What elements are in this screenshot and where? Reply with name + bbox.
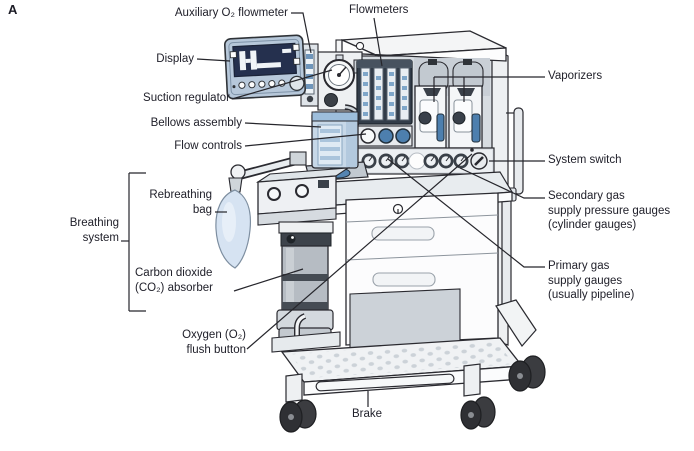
breathing-system-bracket (121, 172, 146, 312)
flowmeter-bank (356, 59, 413, 125)
rebreathing-bag-shape (215, 189, 252, 269)
label-breathing-system: Breathing system (69, 217, 119, 244)
label-brake: Brake (352, 408, 383, 420)
label-suction-regulator: Suction regulator (143, 92, 230, 104)
label-primary-gas: Primary gas supply gauges (usually pipel… (548, 260, 635, 301)
breathing-system-block (215, 151, 351, 269)
label-display: Display (156, 53, 194, 65)
label-secondary-gas: Secondary gas supply pressure gauges (cy… (548, 190, 671, 231)
pointer-bellows (244, 122, 322, 128)
pointer-o2-flush (246, 153, 473, 350)
pointer-flowmeters (373, 17, 383, 67)
pointer-suction-regulator (231, 69, 333, 100)
pointer-secondary-gas (459, 167, 545, 199)
casters (279, 299, 546, 433)
system-switch-knob (470, 148, 488, 170)
pointer-vaporizers (433, 76, 545, 102)
label-vaporizers: Vaporizers (548, 70, 603, 82)
co2-absorber (271, 221, 341, 353)
gas-gauge-row (353, 147, 495, 175)
pointer-primary-gas (387, 158, 545, 268)
label-aux-o2-flowmeter: Auxiliary O₂ flowmeter (174, 7, 288, 19)
flow-control-knobs (355, 125, 413, 147)
panel-letter: A (8, 2, 18, 17)
pointer-co2-absorber (233, 268, 304, 292)
label-bellows-assembly: Bellows assembly (150, 117, 242, 129)
label-system-switch: System switch (548, 154, 622, 166)
pointer-lines (121, 12, 545, 407)
brake-bar (315, 373, 455, 392)
pointer-flow-controls (244, 133, 367, 147)
display-unit (223, 34, 307, 100)
label-flowmeters: Flowmeters (349, 4, 409, 16)
label-co2-absorber: Carbon dioxide (CO₂) absorber (135, 267, 213, 294)
label-flow-controls: Flow controls (174, 140, 242, 152)
label-o2-flush-button: Oxygen (O₂) flush button (182, 329, 246, 356)
label-rebreathing-bag: Rebreathing bag (149, 189, 212, 216)
drawer-cabinet (345, 192, 499, 358)
pointer-aux-flowmeter (291, 12, 312, 54)
pointer-display (196, 58, 231, 62)
vaporizers (414, 58, 490, 149)
